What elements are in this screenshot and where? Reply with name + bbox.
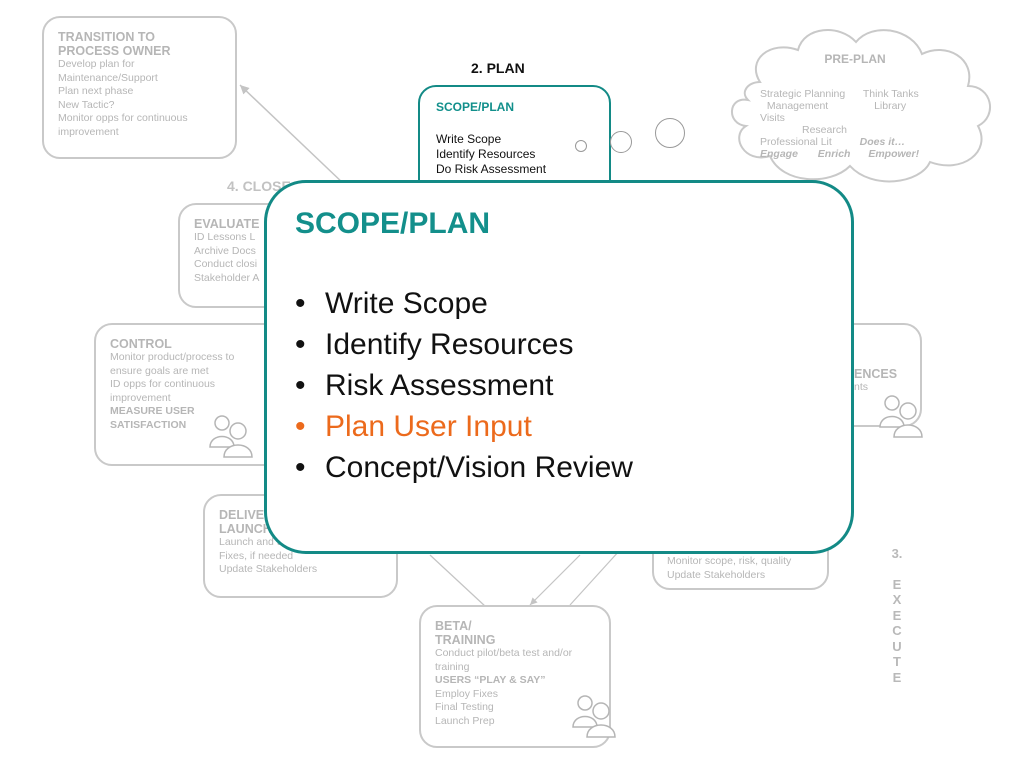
experiences-lines: nts [854,381,869,393]
preplan-item: Engage [760,148,798,160]
cloud-icon [731,29,991,183]
arrow-icon [239,84,346,186]
zoom-list: •Write Scope •Identify Resources •Risk A… [295,283,823,488]
zoom-item: •Concept/Vision Review [295,451,633,484]
thought-bubble-large [655,118,685,148]
zoom-item: •Risk Assessment [295,369,554,402]
zoom-item: •Write Scope [295,287,488,320]
zoom-item: •Identify Resources [295,328,574,361]
preplan-item: Think Tanks [862,88,919,100]
preplan-item: Strategic Planning [760,88,846,100]
evaluate-title: EVALUATE [194,217,260,231]
people-icon [572,695,616,738]
close-phase-label: 4. CLOSE [227,178,291,194]
preplan-item: Enrich [817,148,851,160]
preplan-item: Management [766,100,829,112]
preplan-title: PRE-PLAN [824,52,886,66]
preplan-item: Library [874,100,907,112]
zoom-item-highlight: •Plan User Input [295,410,532,443]
beta-training-box: BETA/TRAINING Conduct pilot/beta test an… [419,605,616,748]
plan-phase-label: 2. PLAN [471,60,525,76]
thought-bubble-small [575,140,587,152]
people-icon [209,415,253,458]
scope-plan-lines: Write Scope Identify Resources Do Risk A… [436,132,547,176]
thought-bubble-medium [610,131,632,153]
zoom-title: SCOPE/PLAN [295,207,491,240]
people-icon [879,395,923,438]
preplan-item: Research [802,124,847,136]
control-title: CONTROL [110,337,172,351]
preplan-item: Visits [760,112,785,124]
arrow-icon [529,554,581,606]
arrow-icon [569,549,621,606]
preplan-item: Empower! [868,148,920,160]
preplan-item: Professional Lit [760,136,832,148]
scope-plan-zoom-panel: SCOPE/PLAN •Write Scope •Identify Resour… [264,180,854,554]
beta-title: BETA/TRAINING [435,619,496,647]
experiences-title: ENCES [854,367,898,381]
scope-plan-title: SCOPE/PLAN [436,100,515,114]
preplan-cloud-text: PRE-PLAN Strategic Planning Think Tanks … [760,52,960,160]
preplan-item: Does it… [859,136,906,148]
